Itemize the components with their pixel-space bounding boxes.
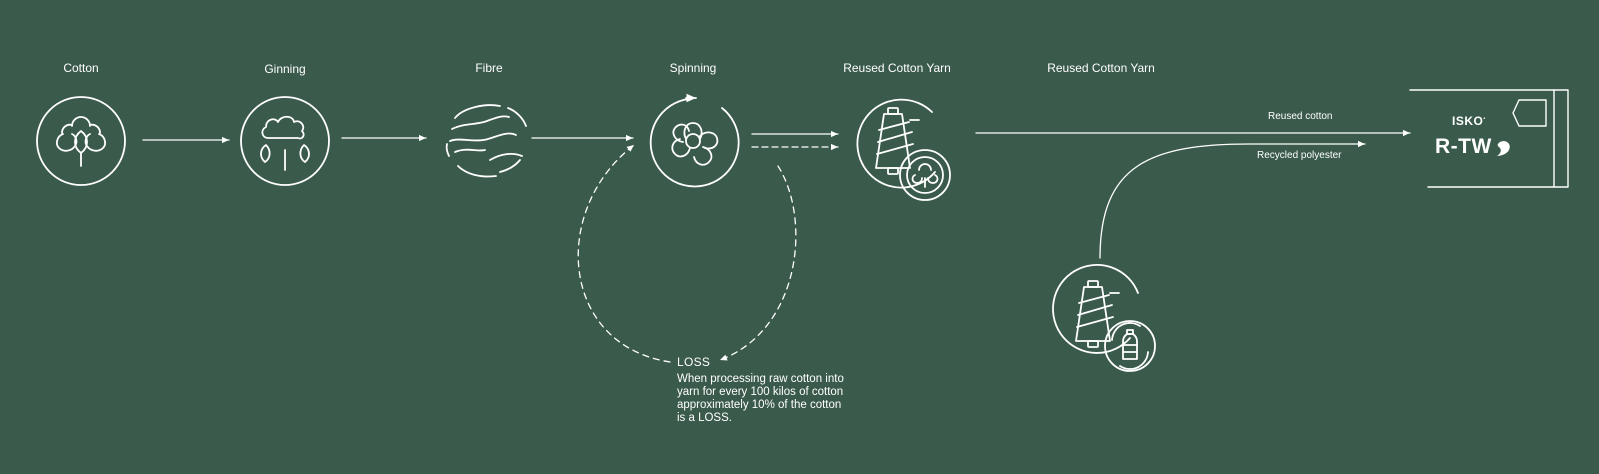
- cotton-boll-icon: [36, 96, 126, 186]
- product-label-tag: [1409, 89, 1569, 188]
- loss-loop-left: [577, 144, 671, 363]
- brand-product: R-TW: [1435, 135, 1492, 158]
- arrow-recycled-polyester: [1099, 140, 1366, 259]
- step-label-reused-cotton-yarn-2: Reused Cotton Yarn: [1047, 61, 1155, 75]
- step-label-reused-cotton-yarn: Reused Cotton Yarn: [843, 61, 951, 75]
- yarn-spool-bottle-icon: [1052, 264, 1156, 372]
- brand-mark-icon: [1497, 141, 1510, 156]
- loss-title: LOSS: [677, 355, 711, 369]
- fibre-icon: [445, 104, 527, 178]
- step-label-cotton: Cotton: [63, 61, 99, 75]
- spinning-flower-icon: [649, 93, 740, 188]
- flow-label-recycled-polyester: Recycled polyester: [1257, 150, 1342, 161]
- loss-description: When processing raw cotton into yarn for…: [677, 373, 844, 424]
- step-label-fibre: Fibre: [475, 61, 503, 75]
- step-label-ginning: Ginning: [264, 62, 306, 76]
- loss-loop-right: [719, 165, 797, 361]
- brand-company-text: ISKO: [1452, 114, 1484, 128]
- yarn-spool-cotton-icon: [856, 98, 951, 201]
- brand-company: ISKO•: [1452, 114, 1486, 128]
- flow-label-reused-cotton: Reused cotton: [1268, 111, 1333, 122]
- ginning-plant-icon: [240, 96, 330, 186]
- step-label-spinning: Spinning: [669, 61, 717, 75]
